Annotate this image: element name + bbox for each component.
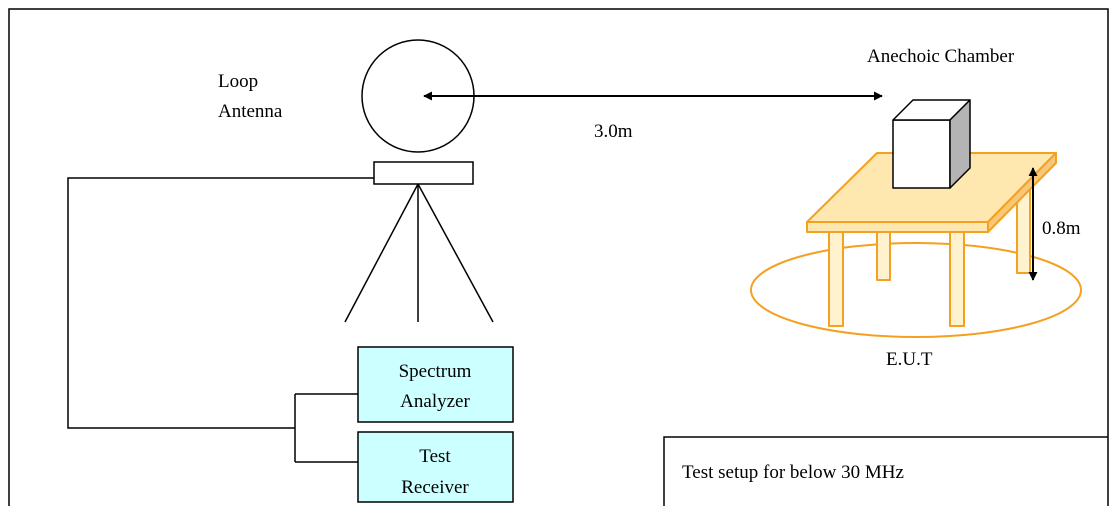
antenna-mount bbox=[373, 161, 474, 185]
caption-text: Test setup for below 30 MHz bbox=[682, 462, 904, 483]
anechoic-chamber-label: Anechoic Chamber bbox=[867, 46, 1015, 67]
test-receiver-label-line1: Test bbox=[419, 446, 451, 467]
ground-plane bbox=[750, 242, 1082, 338]
loop-antenna-label-line1: Loop bbox=[218, 71, 258, 92]
height-label: 0.8m bbox=[1042, 218, 1081, 239]
test-receiver-label-line2: Receiver bbox=[401, 477, 469, 498]
antenna-cable bbox=[67, 177, 374, 463]
outer-frame bbox=[8, 8, 1109, 506]
eut-box bbox=[892, 99, 971, 189]
eut-label: E.U.T bbox=[886, 349, 933, 370]
test-receiver-box: Test Receiver bbox=[357, 431, 514, 503]
spectrum-analyzer-label-line1: Spectrum bbox=[399, 361, 472, 382]
distance-label: 3.0m bbox=[594, 121, 633, 142]
caption-box: Test setup for below 30 MHz bbox=[663, 436, 1108, 506]
spectrum-analyzer-box: Spectrum Analyzer bbox=[357, 346, 514, 423]
loop-antenna-label-line2: Antenna bbox=[218, 101, 283, 122]
spectrum-analyzer-label-line2: Analyzer bbox=[400, 391, 470, 412]
tripod bbox=[344, 183, 494, 323]
